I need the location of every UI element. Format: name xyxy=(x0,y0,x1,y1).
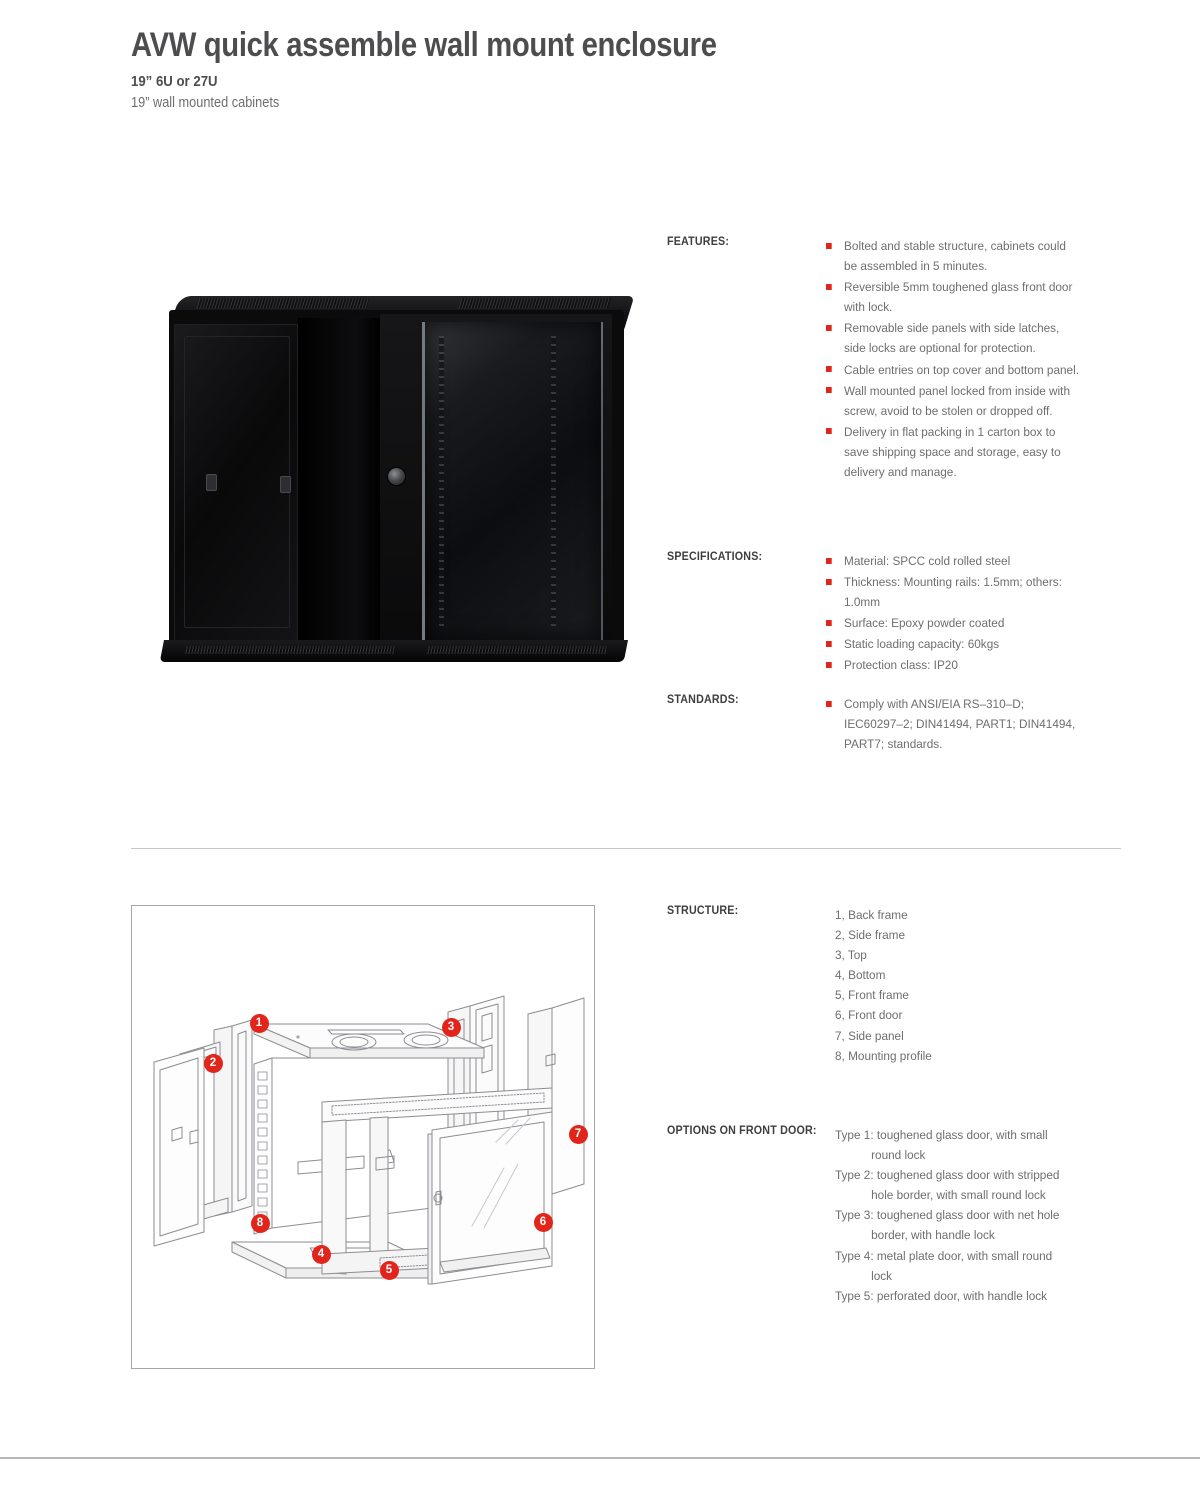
structure-label: STRUCTURE: xyxy=(667,905,739,917)
list-item: Reversible 5mm toughened glass front doo… xyxy=(826,277,1081,317)
cabinet-front-door xyxy=(380,314,612,650)
list-item: Removable side panels with side latches,… xyxy=(826,318,1081,358)
list-item: 6, Front door xyxy=(835,1008,903,1023)
list-item: Surface: Epoxy powder coated xyxy=(826,613,1081,633)
diagram-callout-6: 6 xyxy=(533,1212,553,1232)
bullet-square-icon xyxy=(826,640,832,647)
list-item-text: Protection class: IP20 xyxy=(844,658,958,673)
list-item: 4, Bottom xyxy=(835,968,886,983)
bullet-square-icon xyxy=(826,557,832,564)
door-options-label: OPTIONS ON FRONT DOOR: xyxy=(667,1125,817,1137)
cabinet-side-shadow xyxy=(298,318,380,648)
bullet-square-icon xyxy=(826,619,832,626)
diagram-callout-2: 2 xyxy=(203,1053,223,1073)
bottom-vent-right xyxy=(427,646,609,654)
page-header: AVW quick assemble wall mount enclosure … xyxy=(131,26,1031,111)
cabinet-side-panel xyxy=(174,324,298,642)
list-item: Type 3: toughened glass door with net ho… xyxy=(835,1208,1060,1243)
list-item: Material: SPCC cold rolled steel xyxy=(826,551,1081,571)
cabinet-base xyxy=(159,640,628,662)
product-subtitle: 19” 6U or 27U xyxy=(131,72,218,90)
list-item-text: Wall mounted panel locked from inside wi… xyxy=(844,383,1071,418)
list-item: Type 1: toughened glass door, with small… xyxy=(835,1128,1048,1163)
features-label: FEATURES: xyxy=(667,236,730,248)
list-item-text: Cable entries on top cover and bottom pa… xyxy=(844,362,1079,377)
list-item: 2, Side frame xyxy=(835,928,906,943)
list-item-text: Material: SPCC cold rolled steel xyxy=(844,554,1011,568)
list-item: 7, Side panel xyxy=(835,1028,904,1043)
specifications-label: SPECIFICATIONS: xyxy=(667,551,763,563)
side-latch-lower-icon xyxy=(280,476,291,493)
list-item-text: Reversible 5mm toughened glass front doo… xyxy=(844,280,1073,315)
list-item: Type 5: perforated door, with handle loc… xyxy=(835,1288,1048,1303)
side-latch-upper-icon xyxy=(206,474,217,491)
bullet-square-icon xyxy=(826,428,832,435)
list-item: Comply with ANSI/EIA RS–310–D; IEC60297–… xyxy=(826,694,1081,754)
product-tagline: 19” wall mounted cabinets xyxy=(131,94,280,111)
diagram-callout-3: 3 xyxy=(441,1017,461,1037)
top-vent-left xyxy=(196,298,370,309)
bullet-square-icon xyxy=(826,700,832,707)
diagram-callout-7: 7 xyxy=(568,1124,588,1144)
list-item-text: Delivery in flat packing in 1 carton box… xyxy=(844,424,1061,480)
bullet-square-icon xyxy=(826,366,832,373)
list-item-text: Static loading capacity: 60kgs xyxy=(844,637,1000,652)
footer-rule xyxy=(0,1457,1200,1459)
features-list: Bolted and stable structure, cabinets co… xyxy=(826,236,1094,483)
list-item: Bolted and stable structure, cabinets co… xyxy=(826,236,1081,276)
mounting-rail-left xyxy=(439,336,444,626)
exploded-diagram-drawing xyxy=(153,995,585,1285)
bullet-square-icon xyxy=(826,387,832,394)
list-item: Type 4: metal plate door, with small rou… xyxy=(835,1248,1053,1283)
diagram-callout-8: 8 xyxy=(250,1213,270,1233)
door-options-list: Type 1: toughened glass door, with small… xyxy=(835,1125,1083,1306)
list-item: Static loading capacity: 60kgs xyxy=(826,634,1081,654)
list-item-text: Surface: Epoxy powder coated xyxy=(844,616,1005,631)
list-item: 8, Mounting profile xyxy=(835,1048,932,1063)
list-item: Protection class: IP20 xyxy=(826,655,1081,675)
list-item: Cable entries on top cover and bottom pa… xyxy=(826,360,1081,380)
specifications-list: Material: SPCC cold rolled steel Thickne… xyxy=(826,551,1094,677)
side-panel-inset xyxy=(184,336,290,628)
list-item: Delivery in flat packing in 1 carton box… xyxy=(826,422,1081,482)
standards-label: STANDARDS: xyxy=(667,694,739,706)
list-item: Type 2: toughened glass door with stripp… xyxy=(835,1168,1060,1203)
product-photo xyxy=(159,288,638,674)
section-divider xyxy=(131,848,1121,849)
list-item-text: Comply with ANSI/EIA RS–310–D; IEC60297–… xyxy=(844,697,1076,752)
bullet-square-icon xyxy=(826,242,832,249)
list-item: 3, Top xyxy=(835,948,867,963)
page-title: AVW quick assemble wall mount enclosure xyxy=(131,26,717,64)
bullet-square-icon xyxy=(826,324,832,331)
bullet-square-icon xyxy=(826,283,832,290)
top-vent-right xyxy=(458,298,612,309)
mounting-rail-right xyxy=(551,336,556,626)
structure-list: 1, Back frame 2, Side frame 3, Top 4, Bo… xyxy=(835,905,1103,1066)
list-item-text: Thickness: Mounting rails: 1.5mm; others… xyxy=(844,575,1062,610)
list-item: Wall mounted panel locked from inside wi… xyxy=(826,381,1081,421)
diagram-callout-4: 4 xyxy=(311,1244,331,1264)
door-round-lock-icon xyxy=(388,468,405,485)
diagram-callout-5: 5 xyxy=(379,1260,399,1280)
toughened-glass-panel xyxy=(422,322,603,640)
bullet-square-icon xyxy=(826,578,832,585)
list-item-text: Removable side panels with side latches,… xyxy=(844,321,1060,356)
diagram-callout-1: 1 xyxy=(249,1013,269,1033)
standards-list: Comply with ANSI/EIA RS–310–D; IEC60297–… xyxy=(826,694,1094,755)
list-item: 5, Front frame xyxy=(835,988,909,1003)
bullet-square-icon xyxy=(826,661,832,668)
list-item: Thickness: Mounting rails: 1.5mm; others… xyxy=(826,572,1081,612)
list-item-text: Bolted and stable structure, cabinets co… xyxy=(844,239,1066,274)
bottom-vent-left xyxy=(185,646,397,654)
exploded-diagram: 1 2 3 4 5 6 7 8 xyxy=(131,905,595,1369)
list-item: 1, Back frame xyxy=(835,908,908,922)
